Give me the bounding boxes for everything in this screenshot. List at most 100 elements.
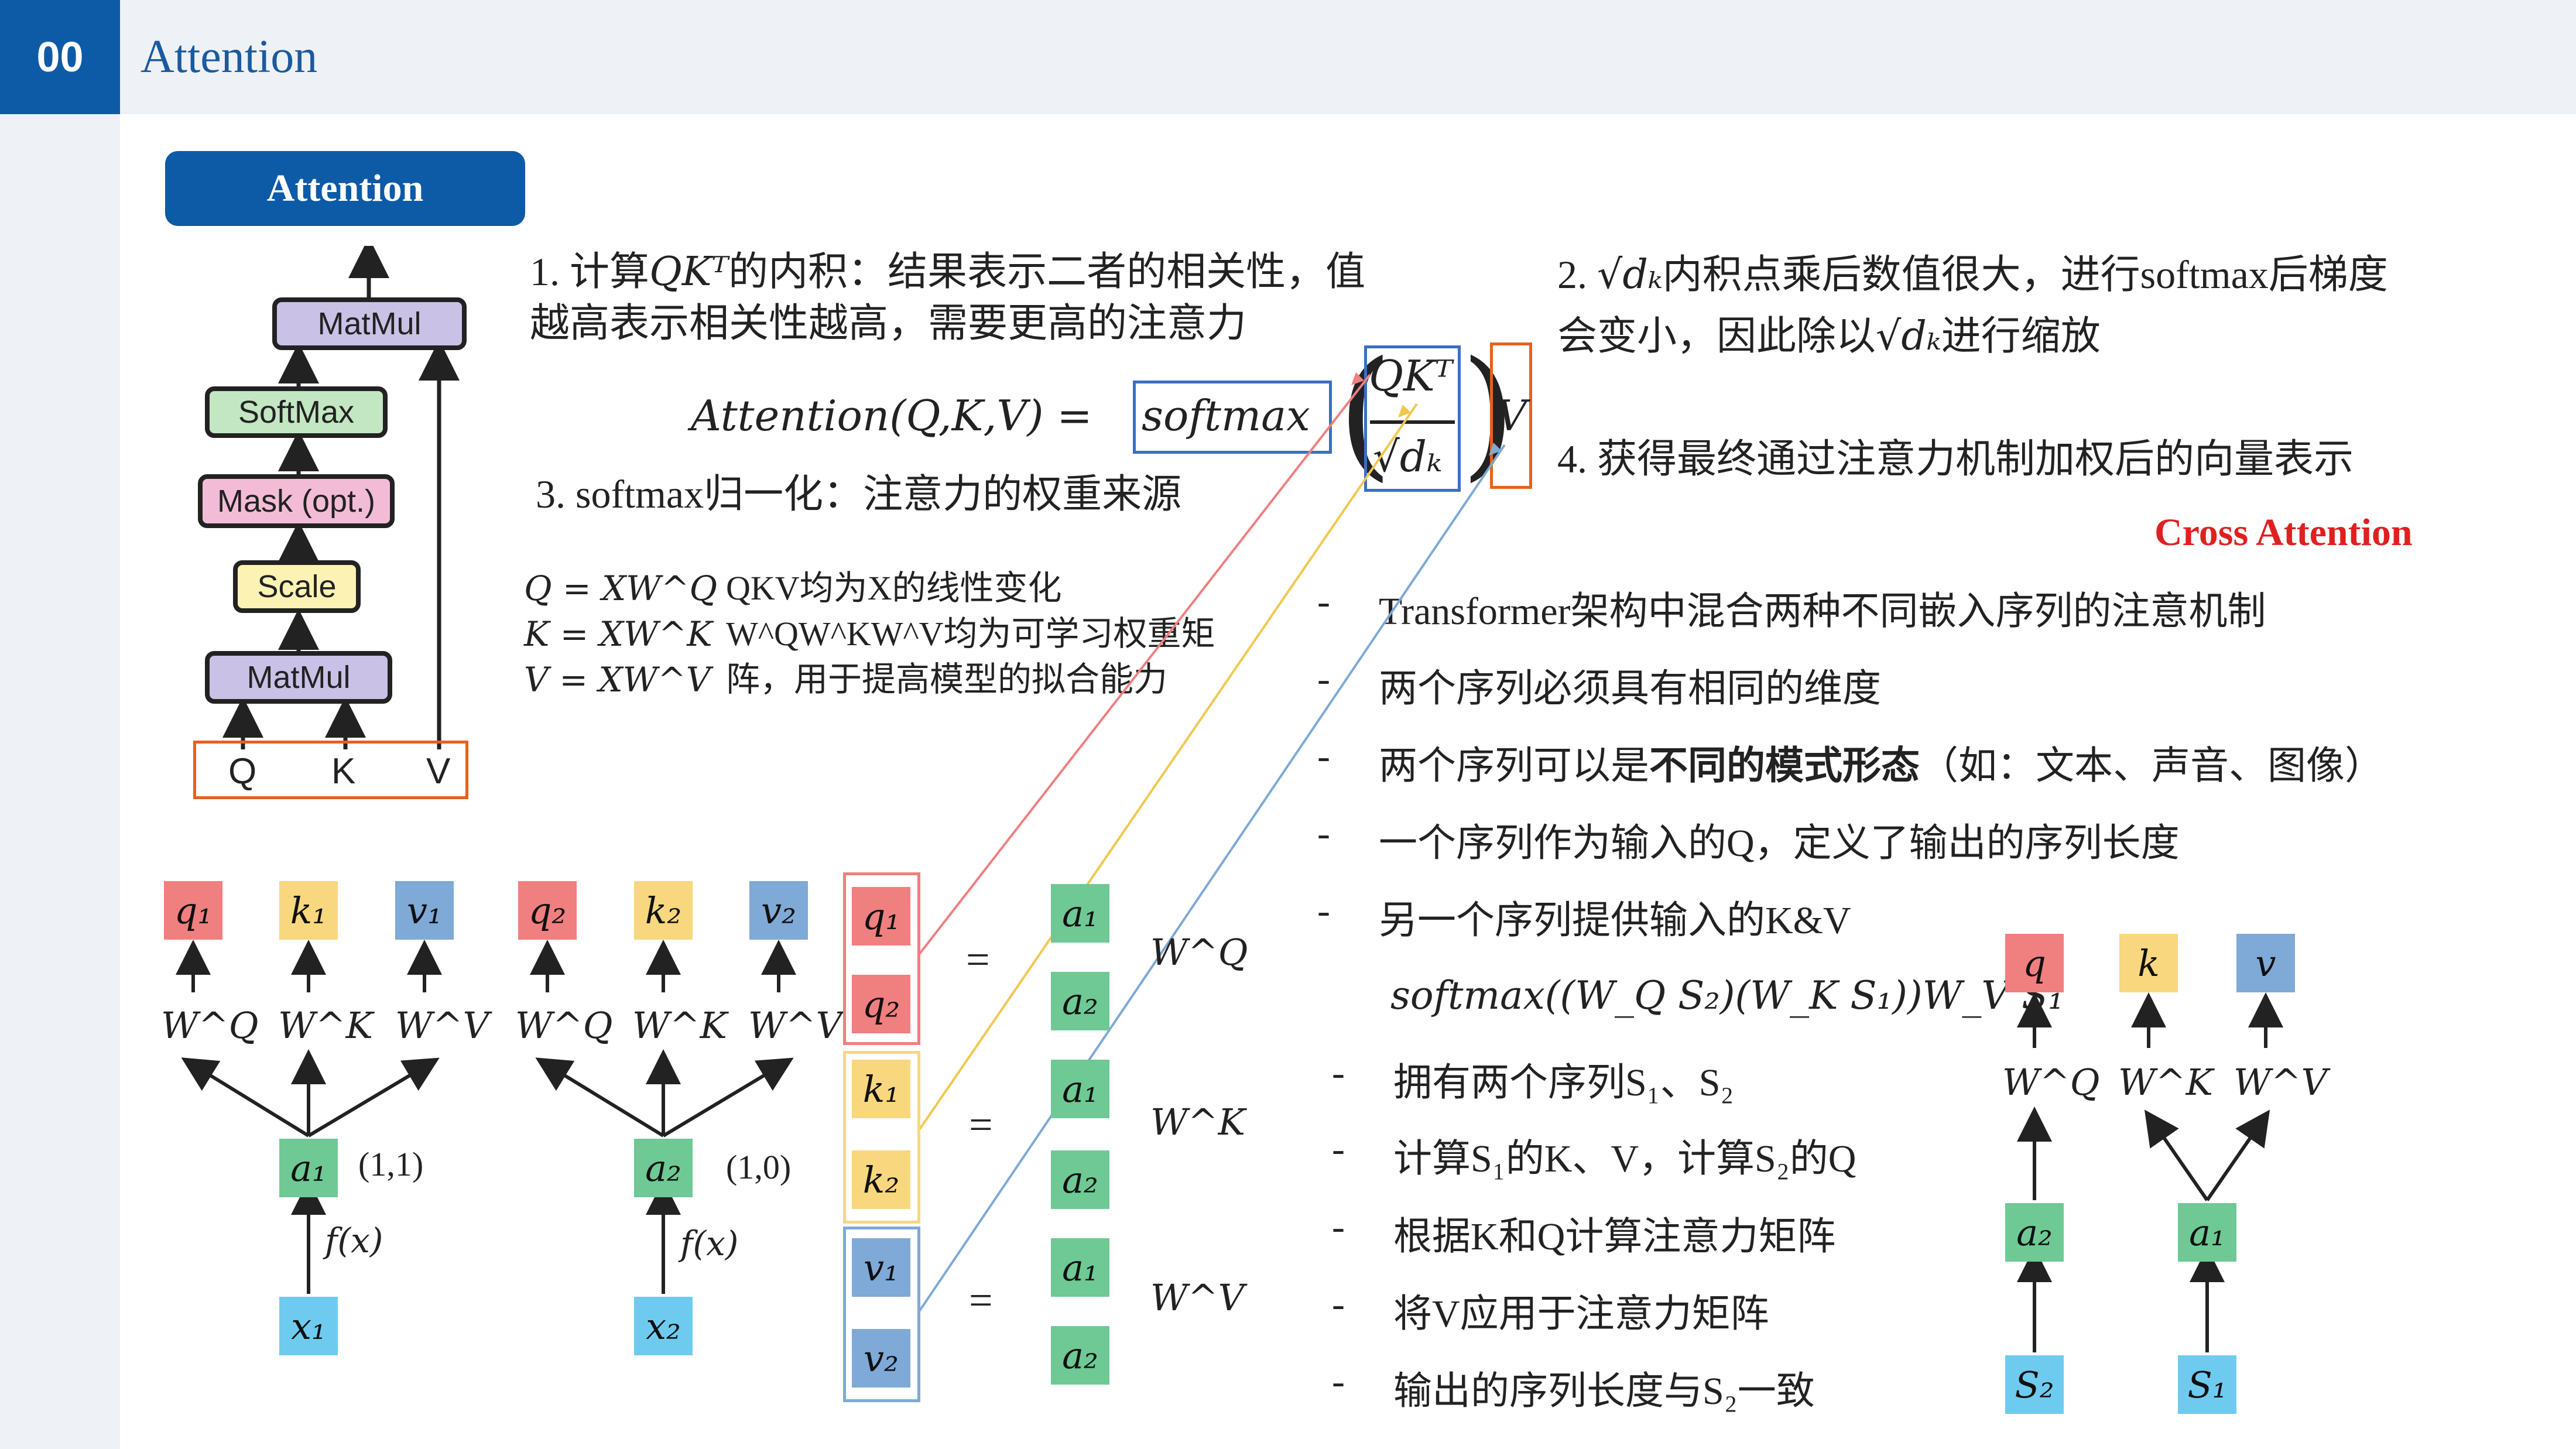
stack-wq-label: W^Q bbox=[1150, 931, 1248, 974]
tile-x2: x₂ bbox=[634, 1297, 693, 1355]
formula-v: V bbox=[1496, 391, 1527, 440]
cross-tile-a1: a₁ bbox=[2178, 1203, 2236, 1262]
g2-fx-label: f(x) bbox=[680, 1224, 739, 1263]
cross-dash-1: - bbox=[1317, 580, 1330, 623]
matmul-bottom-block: MatMul bbox=[205, 651, 392, 704]
eq-sign-v: = bbox=[969, 1277, 993, 1324]
cross-tile-s2: S₂ bbox=[2005, 1355, 2064, 1414]
tile-q2: q₂ bbox=[518, 881, 577, 940]
k-stack-box bbox=[843, 1051, 920, 1224]
def-v: V = XW^V bbox=[524, 660, 711, 700]
input-k-label: K bbox=[331, 751, 356, 792]
def-q: Q = XW^Q bbox=[524, 568, 718, 608]
tile-v2: v₂ bbox=[749, 881, 808, 940]
cross-sub-dash-1: - bbox=[1332, 1051, 1345, 1094]
g1-wk-label: W^K bbox=[278, 1004, 373, 1047]
cross-sub-dash-5: - bbox=[1332, 1360, 1345, 1403]
cross-bullet-1: Transformer架构中混合两种不同嵌入序列的注意机制 bbox=[1379, 590, 2266, 633]
cross-bullet-2: 两个序列必须具有相同的维度 bbox=[1379, 667, 1881, 710]
g1-coord: (1,1) bbox=[358, 1145, 424, 1183]
stack-a1-q: a₁ bbox=[1051, 884, 1109, 943]
formula-numerator: QKᵀ bbox=[1369, 351, 1453, 400]
section-number: 00 bbox=[0, 0, 120, 114]
cross-sub-dash-2: - bbox=[1332, 1128, 1345, 1170]
g2-wk-label: W^K bbox=[632, 1004, 727, 1047]
def-desc-2: W^QW^KW^V均为可学习权重矩 bbox=[726, 615, 1215, 653]
cross-wk-label: W^K bbox=[2118, 1061, 2213, 1104]
note-2-line2: 会变小，因此除以√dₖ进行缩放 bbox=[1557, 313, 2101, 359]
cross-sub-bullet-5: 输出的序列长度与S₂一致 bbox=[1393, 1370, 1815, 1413]
input-q-label: Q bbox=[228, 751, 257, 792]
eq-sign-k: = bbox=[969, 1101, 993, 1148]
note-4: 4. 获得最终通过注意力机制加权后的向量表示 bbox=[1557, 437, 2354, 481]
cross-wv-label: W^V bbox=[2234, 1061, 2328, 1104]
g2-wq-label: W^Q bbox=[515, 1004, 613, 1047]
g1-wq-label: W^Q bbox=[161, 1004, 259, 1047]
stack-q2: q₂ bbox=[852, 975, 910, 1033]
tile-k1: k₁ bbox=[279, 881, 338, 940]
formula-denominator: √dₖ bbox=[1373, 432, 1443, 481]
scale-block: Scale bbox=[233, 560, 361, 613]
formula-lhs: Attention(Q,K,V) = bbox=[691, 391, 1092, 440]
input-v-label: V bbox=[426, 751, 451, 792]
g2-coord: (1,0) bbox=[726, 1148, 792, 1186]
cross-bullet-4: 一个序列作为输入的Q，定义了输出的序列长度 bbox=[1379, 822, 2180, 865]
qkv-input-box bbox=[193, 741, 468, 799]
def-desc-1: QKV均为X的线性变化 bbox=[726, 569, 1062, 607]
formula-paren-right: ) bbox=[1461, 331, 1516, 495]
v-highlight-box bbox=[1490, 342, 1532, 489]
stack-v2: v₂ bbox=[852, 1329, 910, 1388]
cross-tile-k: k bbox=[2119, 934, 2178, 992]
cross-wq-label: W^Q bbox=[2002, 1061, 2100, 1104]
g1-fx-label: f(x) bbox=[325, 1221, 383, 1260]
cross-dash-2: - bbox=[1317, 657, 1330, 700]
stack-k1: k₁ bbox=[852, 1060, 910, 1118]
stack-k2: k₂ bbox=[852, 1150, 910, 1209]
tile-a2: a₂ bbox=[634, 1139, 693, 1197]
cross-dash-5: - bbox=[1317, 889, 1330, 932]
q-stack-box bbox=[843, 872, 920, 1045]
formula-softmax: softmax bbox=[1142, 391, 1310, 440]
def-desc-3: 阵，用于提高模型的拟合能力 bbox=[726, 660, 1168, 698]
stack-a1-v: a₁ bbox=[1051, 1238, 1109, 1297]
g2-wv-label: W^V bbox=[748, 1004, 842, 1047]
header-band bbox=[120, 0, 2576, 114]
stack-a2-k: a₂ bbox=[1051, 1150, 1109, 1209]
stack-wv-label: W^V bbox=[1150, 1276, 1245, 1319]
v-stack-box bbox=[843, 1227, 920, 1402]
cross-sub-bullet-1: 拥有两个序列S₁、S₂ bbox=[1393, 1061, 1734, 1104]
note-2-line1: 2. √dₖ内积点乘后数值很大，进行softmax后梯度 bbox=[1557, 252, 2388, 298]
cross-tile-v: v bbox=[2236, 934, 2295, 992]
note-1-line2: 越高表示相关性越高，需要更高的注意力 bbox=[530, 301, 1247, 345]
softmax-block: SoftMax bbox=[205, 386, 388, 438]
tile-a1: a₁ bbox=[279, 1139, 338, 1197]
cross-sub-dash-3: - bbox=[1332, 1205, 1345, 1248]
stack-wk-label: W^K bbox=[1150, 1101, 1245, 1143]
stack-q1: q₁ bbox=[852, 887, 910, 946]
eq-sign-q: = bbox=[966, 936, 990, 983]
cross-sub-bullet-2: 计算S₁的K、V，计算S₂的Q bbox=[1393, 1138, 1856, 1180]
note-3: 3. softmax归一化：注意力的权重来源 bbox=[536, 472, 1182, 516]
cross-dash-4: - bbox=[1317, 812, 1330, 855]
note-1-line1: 1. 计算QKᵀ的内积：结果表示二者的相关性，值 bbox=[530, 249, 1366, 295]
left-margin-band bbox=[0, 114, 120, 1449]
stack-a2-q: a₂ bbox=[1051, 972, 1109, 1030]
tile-k2: k₂ bbox=[634, 881, 693, 940]
cross-sub-bullet-4: 将V应用于注意力矩阵 bbox=[1393, 1293, 1769, 1335]
cross-bullet-3: 两个序列可以是不同的模式形态（如：文本、声音、图像） bbox=[1379, 745, 2383, 787]
tile-v1: v₁ bbox=[395, 881, 454, 940]
cross-tile-s1: S₁ bbox=[2178, 1355, 2236, 1414]
cross-sub-bullet-3: 根据K和Q计算注意力矩阵 bbox=[1393, 1215, 1836, 1258]
g1-wv-label: W^V bbox=[395, 1004, 489, 1047]
cross-formula: softmax((W_Q S₂)(W_K S₁))W_V S₁ bbox=[1390, 973, 2064, 1018]
cross-sub-dash-4: - bbox=[1332, 1283, 1345, 1325]
stack-a1-k: a₁ bbox=[1051, 1060, 1109, 1118]
fraction-bar bbox=[1370, 420, 1455, 424]
cross-dash-3: - bbox=[1317, 735, 1330, 777]
stack-v1: v₁ bbox=[852, 1238, 910, 1297]
page-title: Attention bbox=[141, 31, 318, 83]
section-pill: Attention bbox=[165, 151, 525, 226]
def-k: K = XW^K bbox=[524, 614, 712, 654]
tile-q1: q₁ bbox=[164, 881, 222, 940]
